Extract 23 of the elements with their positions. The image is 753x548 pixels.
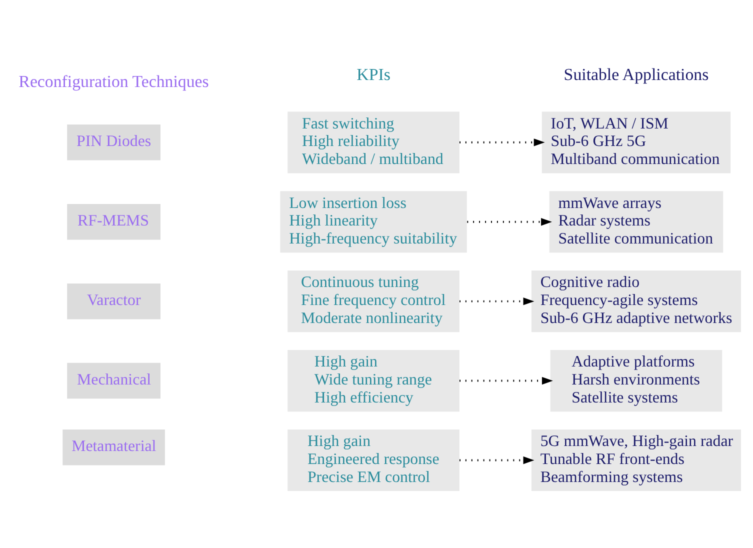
node-box: mmWave arrays Radar systems Satellite communication [549, 190, 724, 252]
arrow [467, 218, 552, 226]
label: Suitable Applications [564, 64, 709, 84]
node-box: Metamaterial [62, 428, 165, 465]
node-box: PIN Diodes [67, 124, 160, 160]
node-box: Adaptive platforms Harsh environments Satellite systems [550, 349, 722, 412]
arrow [460, 376, 553, 384]
node-box: 5G mmWave, High-gain radar Tunable RF front-ends Beamforming systems [531, 428, 742, 491]
node-box: High gain Engineered response Precise EM control [288, 428, 460, 491]
arrow [460, 138, 545, 146]
arrow [460, 296, 534, 305]
node-box: Continuous tuning Fine frequency control Moderate nonlinearity [288, 270, 460, 332]
node-box: IoT, WLAN / ISM Sub-6 GHz 5G Multiband communication [542, 111, 731, 173]
arrow [460, 456, 534, 464]
node-box: Cognitive radio Frequency-agile systems Sub-6 GHz adaptive networks [531, 270, 742, 332]
node-box: Mechanical [67, 362, 160, 398]
node-box: RF-MEMS [67, 203, 160, 240]
node-box: High gain Wide tuning range High efficiency [288, 349, 460, 412]
label: Reconfiguration Techniques [18, 71, 209, 90]
node-box: Fast switching High reliability Wideband / multiband [288, 111, 460, 173]
label: KPIs [356, 64, 390, 84]
node-box: Low insertion loss High linearity High-frequency suitability [280, 190, 467, 252]
node-box: Varactor [67, 282, 160, 319]
